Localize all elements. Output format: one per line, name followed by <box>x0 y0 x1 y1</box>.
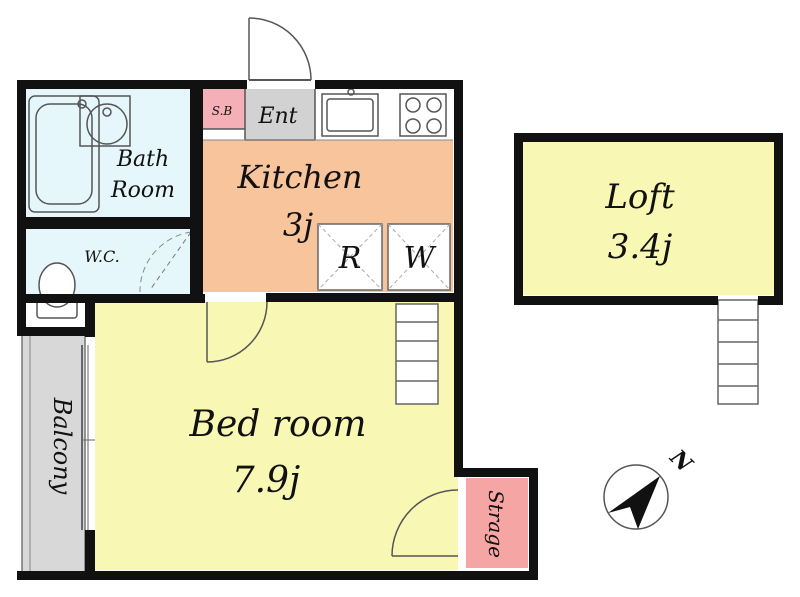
bathroom-label-line2: Room <box>110 178 175 203</box>
sink-icon <box>79 95 131 147</box>
washer-label: W <box>404 241 437 276</box>
balcony <box>21 334 98 576</box>
balcony-label: Balcony <box>48 397 76 495</box>
entrance-door <box>248 17 312 81</box>
bathroom-label-line1: Bath <box>116 147 169 172</box>
kitchen-name: Kitchen <box>236 158 362 196</box>
kitchen-size: 3j <box>283 206 313 244</box>
stove-icon <box>399 93 447 137</box>
bathroom-floor <box>25 89 191 217</box>
walls <box>17 80 783 580</box>
compass-north-label: N <box>664 444 698 478</box>
wc-label: W.C. <box>84 247 120 266</box>
sb-label: S.B <box>212 104 233 118</box>
storage-floor <box>466 478 528 568</box>
loft-size: 3.4j <box>608 227 673 267</box>
compass: N <box>603 444 698 530</box>
washer-space: W <box>387 223 451 291</box>
loft-name: Loft <box>604 177 675 217</box>
ladder-icon <box>395 303 439 405</box>
loft-floor <box>522 142 774 295</box>
entrance-floor <box>245 89 315 140</box>
kitchen-sink-icon <box>321 88 379 137</box>
refrigerator-space: R <box>317 223 383 291</box>
storage-label: Strage <box>484 490 508 558</box>
bedroom-door <box>206 301 268 363</box>
sb-floor <box>203 89 245 129</box>
bedroom-size: 7.9j <box>232 460 300 501</box>
storage-door <box>391 489 459 557</box>
north-arrow-icon <box>608 476 660 529</box>
toilet-icon <box>36 262 78 319</box>
entrance-label: Ent <box>257 104 297 129</box>
loft-ladder-icon <box>717 299 759 405</box>
bedroom-name: Bed room <box>189 404 367 445</box>
refrigerator-label: R <box>338 241 362 276</box>
bathtub-icon <box>28 95 100 213</box>
